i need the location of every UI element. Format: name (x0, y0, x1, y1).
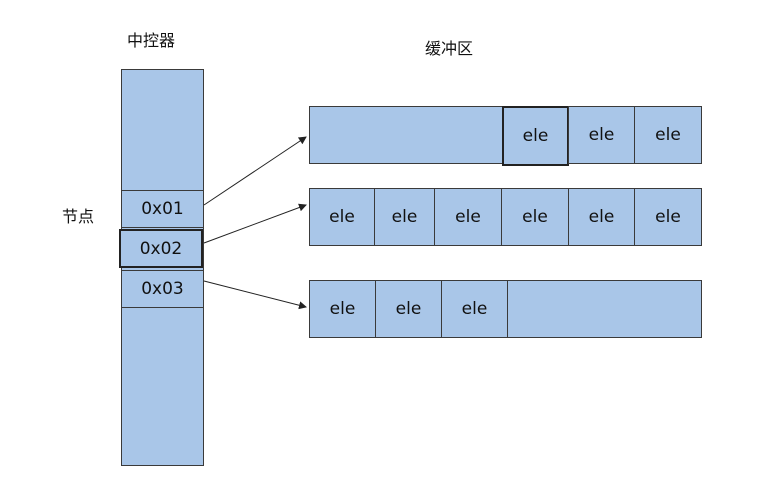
buffer-row-2-cell: ele (434, 188, 502, 246)
arrow-0x02-to-buffer-2 (203, 203, 307, 244)
buffer-row-1-cell: ele (634, 106, 702, 164)
buffer-row-3-cell: ele (309, 280, 376, 338)
buffer-row-1-cell: ele (568, 106, 635, 164)
buffer-row-2-cell: ele (309, 188, 375, 246)
buffer-row-3-cell: ele (375, 280, 442, 338)
controller-node-0x03: 0x03 (121, 270, 204, 308)
arrow-0x01-to-buffer-1 (203, 136, 307, 206)
buffer-row-2-cell: ele (568, 188, 635, 246)
arrow-0x03-to-buffer-3 (203, 280, 307, 310)
controller-node-0x02: 0x02 (119, 229, 203, 268)
controller-node-0x01: 0x01 (121, 190, 204, 228)
buffer-row-1-cell: ele (502, 106, 569, 166)
buffer-row-2-cell: ele (634, 188, 702, 246)
buffer-row-3-cell: ele (441, 280, 508, 338)
controller-title: 中控器 (127, 31, 176, 50)
buffer-row-2-cell: ele (374, 188, 435, 246)
node-label: 节点 (62, 207, 95, 226)
buffer-title: 缓冲区 (425, 39, 474, 58)
buffer-row-2-cell: ele (501, 188, 569, 246)
